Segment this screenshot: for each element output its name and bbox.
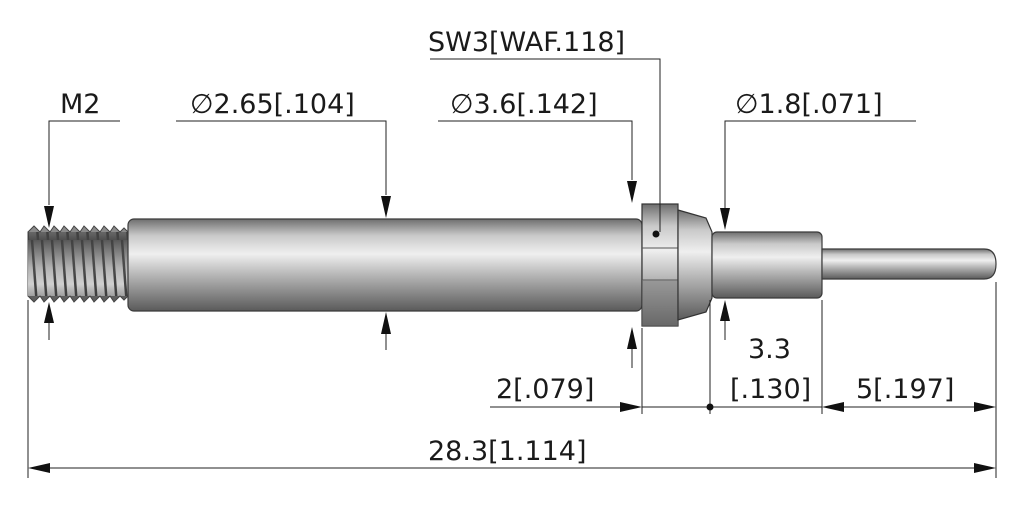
- hex-length-label: 2[.079]: [496, 374, 594, 405]
- hex-diameter-label: ∅3.6[.142]: [450, 89, 598, 120]
- body-diameter-label: ∅2.65[.104]: [190, 89, 355, 120]
- sensor-part: [27, 203, 997, 327]
- step-length-mm-label: 3.3: [748, 334, 791, 365]
- thread-section: [27, 225, 129, 303]
- pin-length-label: 5[.197]: [856, 374, 954, 405]
- thread-label: M2: [60, 89, 100, 120]
- step-section: [711, 231, 823, 299]
- main-body: [127, 218, 643, 312]
- pin-tip: [821, 248, 997, 280]
- step-length-in-label: [.130]: [730, 374, 811, 405]
- dimension-lines: [27, 58, 997, 478]
- hex-flats: [641, 203, 713, 327]
- tip-diameter-label: ∅1.8[.071]: [735, 89, 883, 120]
- overall-length-label: 28.3[1.114]: [428, 436, 586, 467]
- hex-wrench-label: SW3[WAF.118]: [428, 27, 625, 58]
